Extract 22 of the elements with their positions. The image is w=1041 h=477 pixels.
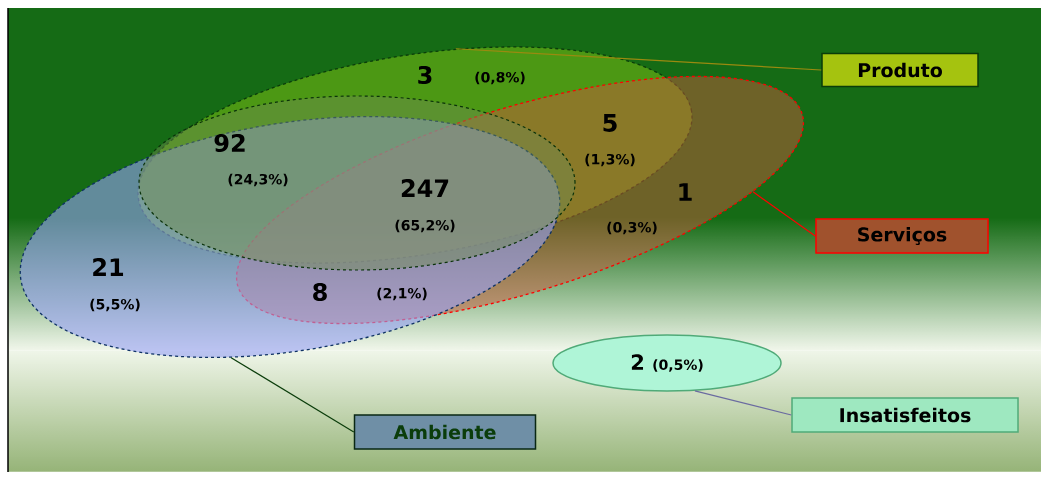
region-count: 1 — [679, 183, 692, 201]
region-count: 247 — [401, 179, 449, 197]
leader-line — [230, 357, 355, 433]
label-box: Ambiente — [353, 414, 537, 450]
region-count: 8 — [313, 282, 327, 302]
region-percent: (2,1%) — [377, 287, 427, 301]
label-box: Produto — [821, 52, 979, 88]
region-percent: (0,8%) — [475, 71, 525, 85]
region-percent: (1,3%) — [585, 153, 635, 167]
region-percent: (65,2%) — [395, 219, 455, 233]
label-box: Insatisfeitos — [791, 397, 1019, 433]
region-count: 5 — [603, 114, 617, 132]
leader-line — [455, 48, 822, 71]
region-count: 3 — [418, 65, 432, 85]
leader-line — [752, 191, 816, 237]
label-box: Serviços — [815, 218, 989, 254]
region-percent: (0,3%) — [607, 221, 657, 235]
region-percent: (5,5%) — [90, 298, 140, 312]
leader-line — [694, 390, 792, 416]
region-count: 92 — [214, 133, 245, 153]
region-percent: (24,3%) — [228, 173, 288, 187]
region-count: 21 — [93, 258, 124, 276]
